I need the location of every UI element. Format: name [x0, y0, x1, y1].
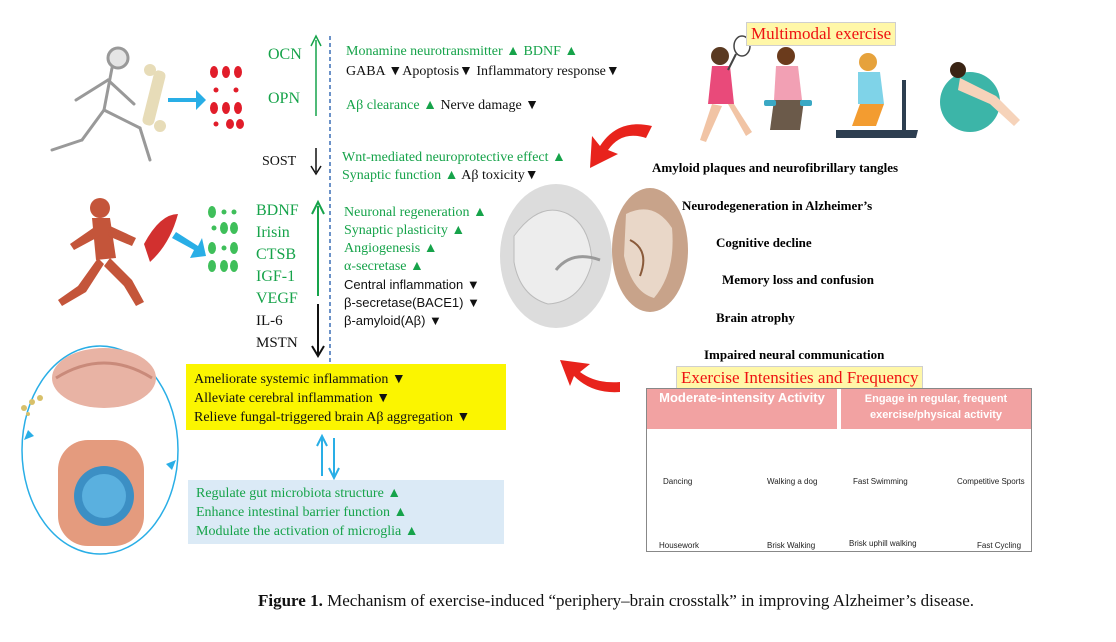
activity-brisk-walking-label: Brisk Walking [767, 541, 816, 550]
activity-uphill-walking-label: Brisk uphill walking [849, 539, 917, 548]
opn-label: OPN [268, 90, 301, 107]
tennis-player-icon [700, 35, 752, 142]
effect-central-inflammation: Central inflammation ▼ [344, 277, 480, 292]
sost-down-arrow-icon [310, 148, 322, 176]
myokine-dots-icon [208, 206, 238, 272]
symptom-6: Impaired neural communication [704, 347, 885, 362]
activity-dog-walking-label: Walking a dog [767, 477, 818, 486]
symptom-5: Brain atrophy [716, 310, 795, 325]
bone-effect-line1: Monamine neurotransmitter ▲ BDNF ▲ [346, 44, 579, 59]
myokine-il6: IL-6 [256, 313, 283, 329]
figure-label: Figure 1. [258, 591, 323, 610]
effect-synaptic-plasticity: Synaptic plasticity ▲ [344, 223, 466, 238]
activity-dancing-label: Dancing [663, 477, 693, 486]
intensity-title: Exercise Intensities and Frequency [676, 366, 924, 390]
bone-effect-line3: Aβ clearance ▲ Nerve damage ▼ [346, 96, 539, 115]
muscle-effects: Neuronal regeneration ▲ Synaptic plastic… [344, 204, 487, 330]
muscle-fiber-icon [144, 214, 178, 262]
bone-effect-line5: Synaptic function ▲ Aβ toxicity▼ [342, 166, 539, 185]
ball-exercise-icon [940, 62, 1020, 132]
bone-effect-line2: GABA ▼Apoptosis▼ Inflammatory response▼ [346, 64, 620, 79]
abeta-toxicity: Aβ toxicity▼ [461, 168, 539, 183]
weightlifter-icon [764, 47, 812, 130]
osteokine-dots-icon [210, 66, 244, 129]
frequent-activity-header: Engage in regular, frequent exercise/phy… [841, 389, 1031, 429]
gut-systemic-effects-box: Ameliorate systemic inflammation ▼ Allev… [186, 364, 506, 430]
myokine-mstn: MSTN [256, 335, 298, 351]
blue-line-3: Modulate the activation of microglia ▲ [196, 524, 419, 539]
yellow-line-2: Alleviate cerebral inflammation ▼ [194, 391, 391, 406]
effect-angiogenesis: Angiogenesis ▲ [344, 241, 438, 256]
bone-effect-line4: Wnt-mediated neuroprotective effect ▲ [342, 150, 566, 165]
myokine-down-arrow-icon [311, 304, 325, 358]
gut-brain-axis-icon [21, 345, 179, 555]
double-arrow-icon [316, 433, 340, 481]
figure-caption: Figure 1. Mechanism of exercise-induced … [258, 590, 1078, 612]
moderate-activity-header: Moderate-intensity Activity [647, 389, 837, 429]
intensity-panel: Moderate-intensity Activity Engage in re… [646, 388, 1032, 552]
bone-icon [142, 64, 166, 132]
figure-caption-text: Mechanism of exercise-induced “periphery… [327, 591, 974, 610]
ocn-label: OCN [268, 46, 302, 63]
multimodal-exercise-title: Multimodal exercise [746, 22, 897, 46]
activity-swimming-label: Fast Swimming [853, 477, 908, 486]
muscle-arrow-icon [172, 232, 206, 258]
effect-alpha-secretase: α-secretase ▲ [344, 259, 424, 274]
yellow-line-1: Ameliorate systemic inflammation ▼ [194, 372, 406, 387]
gut-microbiota-effects-box: Regulate gut microbiota structure ▲ Enha… [188, 480, 504, 544]
muscle-runner-icon [58, 198, 144, 306]
symptom-1: Amyloid plaques and neurofibrillary tang… [652, 160, 899, 175]
myokine-irisin: Irisin [256, 224, 290, 241]
effect-beta-amyloid: β-amyloid(Aβ) ▼ [344, 313, 442, 328]
symptom-3: Cognitive decline [716, 235, 812, 250]
skeleton-runner-icon [50, 46, 152, 162]
myokine-up-arrow-icon [311, 199, 325, 296]
blue-line-2: Enhance intestinal barrier function ▲ [196, 505, 408, 520]
myokine-list: BDNF Irisin CTSB IGF-1 VEGF IL-6 MSTN [256, 200, 299, 354]
ocn-opn-up-arrow-icon [310, 34, 322, 116]
blue-line-1: Regulate gut microbiota structure ▲ [196, 486, 402, 501]
bone-arrow-icon [168, 90, 206, 110]
activity-cycling-label: Fast Cycling [977, 541, 1022, 550]
effect-beta-secretase: β-secretase(BACE1) ▼ [344, 295, 480, 310]
yellow-line-3: Relieve fungal-triggered brain Aβ aggreg… [194, 410, 471, 425]
red-arrow-top-icon [590, 124, 652, 168]
myokine-igf1: IGF-1 [256, 268, 296, 285]
brain-cross-section-icon [500, 184, 612, 328]
symptom-2: Neurodegeneration in Alzheimer’s [682, 198, 873, 213]
myokine-ctsb: CTSB [256, 246, 297, 263]
abeta-clearance: Aβ clearance ▲ [346, 98, 437, 113]
activity-housework-label: Housework [659, 541, 700, 550]
effect-neuronal-regeneration: Neuronal regeneration ▲ [344, 205, 487, 220]
treadmill-runner-icon [836, 53, 918, 138]
synaptic-function: Synaptic function ▲ [342, 168, 459, 183]
myokine-vegf: VEGF [256, 290, 298, 307]
symptom-4: Memory loss and confusion [722, 272, 875, 287]
myokine-bdnf: BDNF [256, 202, 299, 219]
sost-label: SOST [262, 154, 297, 169]
nerve-damage: Nerve damage ▼ [440, 98, 540, 113]
red-arrow-bottom-icon [560, 360, 620, 393]
activity-competitive-sports-label: Competitive Sports [957, 477, 1025, 486]
brain-atrophy-icon [612, 188, 688, 312]
